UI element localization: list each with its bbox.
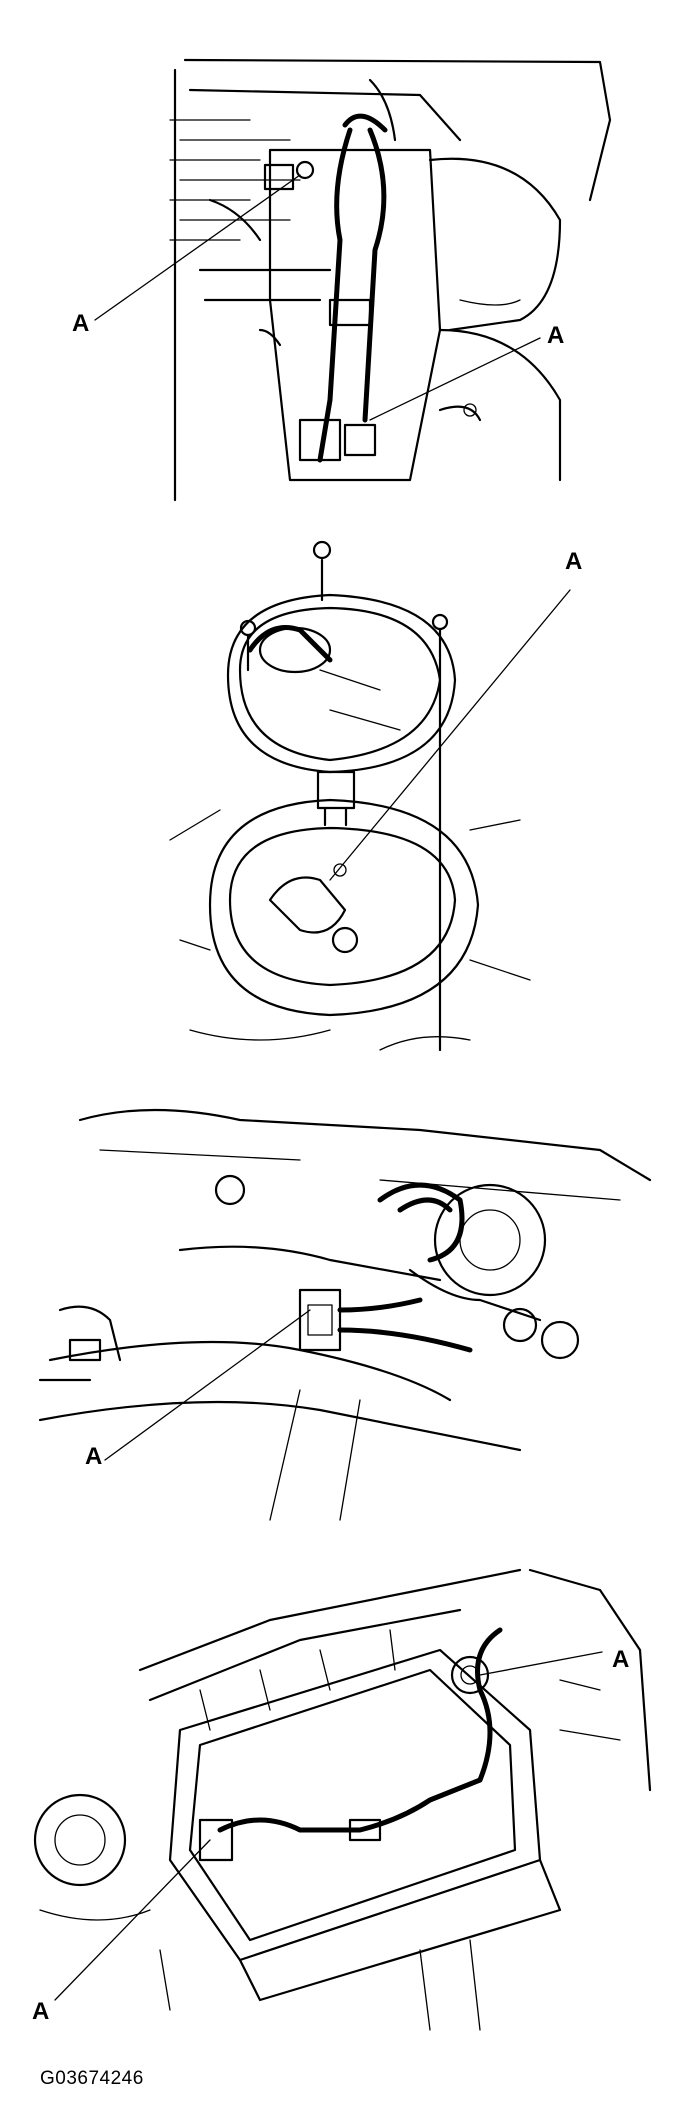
figure-1-drawing xyxy=(94,58,612,502)
figure-1-engine-bay-harness: A A xyxy=(0,0,679,510)
callout-a-3: A xyxy=(565,548,583,575)
callout-a-5: A xyxy=(612,1646,630,1673)
figure-2-drawing xyxy=(169,540,571,1052)
figure-4-tank-bracket-connectors: A A xyxy=(0,1530,679,2050)
callout-a-4: A xyxy=(85,1443,103,1470)
figure-code: G03674246 xyxy=(40,2068,144,2089)
figure-3-underbody-connector: A xyxy=(0,1060,679,1530)
callout-a-2: A xyxy=(547,322,565,349)
callout-a-6: A xyxy=(32,1998,50,2025)
callout-a-1: A xyxy=(72,310,90,337)
figure-3-drawing xyxy=(38,1108,652,1521)
figure-2-fuel-pump-cover: A xyxy=(0,510,679,1060)
figure-4-drawing xyxy=(33,1568,652,2031)
